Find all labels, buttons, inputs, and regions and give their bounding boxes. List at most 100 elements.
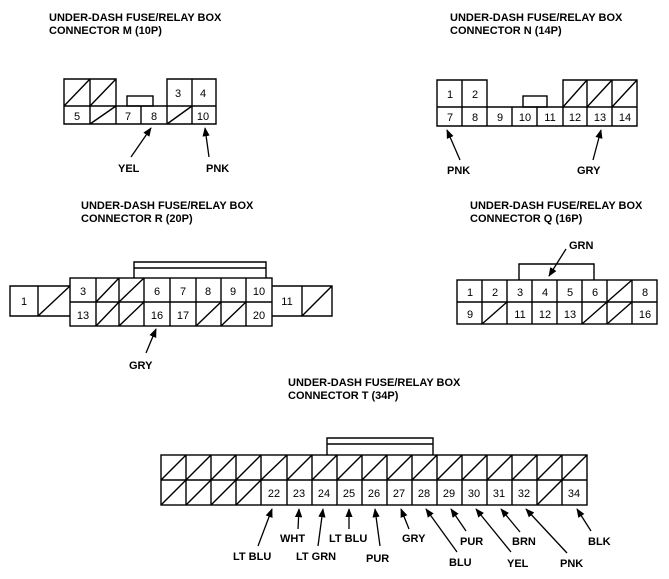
connector-t-body [160, 437, 588, 506]
connector-n-cell-2: 2 [472, 89, 478, 101]
connector-n-cell-14: 14 [619, 112, 631, 124]
connector-n: UNDER-DASH FUSE/RELAY BOX CONNECTOR N (1… [436, 12, 638, 177]
connector-m-cell-4: 4 [200, 88, 206, 100]
connector-n-title-line2: CONNECTOR N (14P) [450, 25, 562, 37]
connector-n-cell-8: 8 [472, 112, 478, 124]
connector-n-cell-12: 12 [569, 112, 581, 124]
connector-t-cell-23: 23 [293, 488, 305, 500]
connector-t-wire-30: YEL [507, 558, 529, 570]
connector-m-body [63, 78, 217, 125]
connector-t-wire-25: LT BLU [329, 533, 367, 545]
connector-r-wire-gry: GRY [129, 360, 153, 372]
connector-m: UNDER-DASH FUSE/RELAY BOX CONNECTOR M (1… [49, 12, 229, 175]
connector-t-wire-24: LT GRN [296, 551, 336, 563]
connector-t-cell-31: 31 [493, 488, 505, 500]
connector-r: UNDER-DASH FUSE/RELAY BOX CONNECTOR R (2… [9, 200, 333, 372]
connector-m-title-line1: UNDER-DASH FUSE/RELAY BOX [49, 12, 222, 24]
connector-t-cell-22: 22 [268, 488, 280, 500]
connector-t-cell-28: 28 [418, 488, 430, 500]
connector-q-cell-3: 3 [517, 287, 523, 299]
connector-t-cell-29: 29 [443, 488, 455, 500]
connector-n-wire-pnk: PNK [447, 165, 470, 177]
connector-t-arrow-30 [475, 508, 512, 553]
connector-m-cell-8: 8 [151, 111, 157, 123]
connector-q-cell-12: 12 [539, 309, 551, 321]
connector-t-arrows [257, 508, 592, 554]
connector-m-arrow-pnk [202, 127, 210, 158]
connector-n-cell-11: 11 [544, 112, 555, 124]
connector-t-cell-24: 24 [318, 488, 330, 500]
connector-m-title-line2: CONNECTOR M (10P) [49, 25, 162, 37]
connector-n-title-line1: UNDER-DASH FUSE/RELAY BOX [450, 12, 623, 24]
connector-t-cell-34: 34 [568, 488, 580, 500]
connector-r-title-line2: CONNECTOR R (20P) [81, 213, 193, 225]
connector-r-cell-6: 6 [154, 286, 160, 298]
connector-t-cell-25: 25 [343, 488, 355, 500]
connector-t-wire-26: PUR [366, 553, 389, 565]
connector-r-cell-20: 20 [253, 310, 265, 322]
connector-r-cell-9: 9 [230, 286, 236, 298]
connector-q-cell-8: 8 [642, 287, 648, 299]
connector-t-cell-26: 26 [368, 488, 380, 500]
connector-t-arrow-32 [525, 508, 568, 554]
connector-r-cell-16: 16 [151, 310, 163, 322]
connector-t-arrow-29 [450, 508, 467, 532]
connector-r-cell-17: 17 [177, 310, 189, 322]
connector-t-wire-27: GRY [402, 533, 426, 545]
connector-t: UNDER-DASH FUSE/RELAY BOX CONNECTOR T (3… [160, 377, 611, 570]
connector-t-wire-22: LT BLU [233, 551, 271, 563]
connector-n-wire-gry: GRY [577, 165, 601, 177]
connector-t-arrow-26 [372, 508, 381, 547]
connector-m-wire-pnk: PNK [206, 163, 229, 175]
connector-t-cell-30: 30 [468, 488, 480, 500]
connector-t-arrow-28 [425, 508, 458, 553]
connector-t-cell-32: 32 [518, 488, 530, 500]
connector-t-wire-34: BLK [588, 536, 611, 548]
connector-n-cell-7: 7 [447, 112, 453, 124]
connector-q-title-line1: UNDER-DASH FUSE/RELAY BOX [470, 200, 643, 212]
connector-r-title-line1: UNDER-DASH FUSE/RELAY BOX [81, 200, 254, 212]
connector-r-cell-7: 7 [180, 286, 186, 298]
connector-q-cell-6: 6 [592, 287, 598, 299]
connector-m-cell-3: 3 [175, 88, 181, 100]
connector-t-title-line2: CONNECTOR T (34P) [288, 390, 399, 402]
connector-q-cell-1: 1 [467, 287, 473, 299]
connector-n-body [436, 79, 638, 127]
connector-q-title-line2: CONNECTOR Q (16P) [470, 213, 583, 225]
connector-n-cell-10: 10 [519, 112, 531, 124]
connector-t-cell-27: 27 [393, 488, 405, 500]
connector-t-wire-29: PUR [460, 536, 483, 548]
connector-t-wire-28: BLU [449, 557, 472, 569]
connector-m-wire-yel: YEL [118, 163, 140, 175]
connector-q-cell-9: 9 [467, 309, 473, 321]
connector-q-body [456, 263, 658, 325]
connector-t-arrow-22 [257, 508, 273, 547]
connector-q-cell-16: 16 [639, 309, 651, 321]
connector-t-arrow-24 [317, 508, 326, 547]
connector-n-cell-13: 13 [594, 112, 606, 124]
connector-t-wire-31: BRN [512, 536, 536, 548]
connector-t-title-line1: UNDER-DASH FUSE/RELAY BOX [288, 377, 461, 389]
connector-r-cell-8: 8 [205, 286, 211, 298]
connector-q-cell-13: 13 [564, 309, 576, 321]
connector-m-cell-10: 10 [197, 111, 209, 123]
connector-t-arrow-31 [500, 508, 521, 533]
connector-r-cell-13: 13 [77, 310, 89, 322]
connector-r-cell-1: 1 [21, 296, 27, 308]
connector-t-wire-23: WHT [280, 533, 305, 545]
connector-t-wire-32: PNK [560, 558, 583, 570]
connector-q-cell-5: 5 [567, 287, 573, 299]
connector-n-arrow-gry [592, 129, 603, 161]
connector-r-cell-11: 11 [281, 296, 292, 308]
connector-q: UNDER-DASH FUSE/RELAY BOX CONNECTOR Q (1… [456, 200, 658, 325]
connector-q-arrow-grn [548, 248, 567, 277]
connector-r-cell-3: 3 [80, 286, 86, 298]
connector-t-arrow-27 [400, 508, 410, 530]
connector-m-arrow-yel [130, 127, 152, 158]
connector-t-arrow-34 [576, 508, 592, 532]
connector-m-cell-5: 5 [74, 111, 80, 123]
connector-n-arrow-pnk [446, 129, 461, 161]
connector-r-body [9, 261, 333, 327]
